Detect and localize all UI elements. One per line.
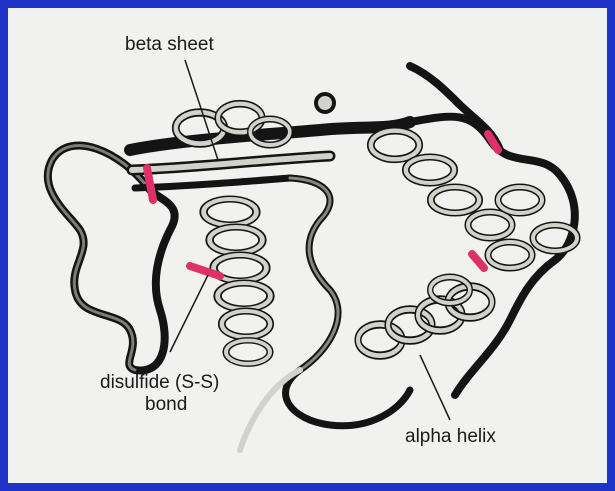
disulfide-bond-4 — [472, 254, 484, 268]
disulfide-label-line1: disulfide (S-S) — [100, 372, 219, 393]
left-loop-ribbon — [48, 146, 175, 371]
alpha-helix-label: alpha helix — [405, 426, 496, 447]
ring-marker — [316, 94, 334, 112]
alpha-helix-bottom — [358, 277, 492, 356]
disulfide-label-line2: bond — [145, 394, 187, 415]
disulfide-leader — [170, 275, 208, 352]
middle-loop-ribbon — [286, 178, 410, 426]
alpha-helix-right — [371, 131, 577, 268]
beta-sheet — [130, 122, 410, 188]
alpha-helix-leader — [420, 355, 450, 420]
beta-sheet-label: beta sheet — [125, 34, 214, 55]
